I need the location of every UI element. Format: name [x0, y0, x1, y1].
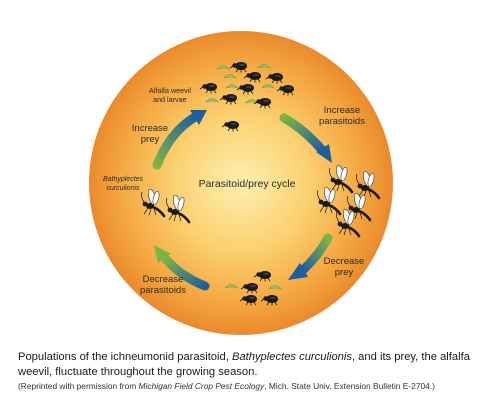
weevil-label-line1: Alfalfa weevil [149, 86, 191, 95]
decrease-prey-label-line2: prey [335, 267, 354, 278]
figure-credit: (Reprinted with permission from Michigan… [18, 381, 488, 391]
figure-caption: Populations of the ichneumonid parasitoi… [18, 350, 488, 380]
increase-parasitoids-label-line2: parasitoids [319, 116, 365, 127]
bathyplectes-label-line2: curculionis [106, 185, 140, 192]
arrow-increase-prey [152, 110, 207, 170]
decrease-parasitoids-label-line1: Decrease [143, 274, 184, 285]
decrease-parasitoids-label-line2: parasitoids [140, 285, 186, 296]
arrow-increase-parasitoids [279, 113, 332, 163]
bathyplectes-label-line1: Bathyplectes [103, 176, 144, 183]
weevil-label-line2: and larvae [153, 95, 187, 104]
credit-after: , Mich. State Univ. Extension Bulletin E… [264, 381, 435, 391]
credit-before: (Reprinted with permission from [18, 381, 139, 391]
decrease-prey-label-line1: Decrease [324, 256, 365, 267]
arrow-decrease-prey [288, 233, 333, 280]
increase-prey-label-line1: Increase [132, 123, 168, 134]
credit-source: Michigan Field Crop Pest Ecology [138, 381, 265, 391]
caption-species: Bathyplectes curculionis [231, 351, 352, 363]
arrow-decrease-parasitoids [154, 245, 210, 291]
increase-prey-label-line2: prey [141, 134, 160, 145]
center-label: Parasitoid/prey cycle [199, 178, 296, 190]
increase-parasitoids-label-line1: Increase [324, 105, 360, 116]
caption-text-before: Populations of the ichneumonid parasitoi… [18, 351, 232, 363]
caption-text-after: , and its prey, the alfalfa weevil, fluc… [18, 351, 470, 378]
